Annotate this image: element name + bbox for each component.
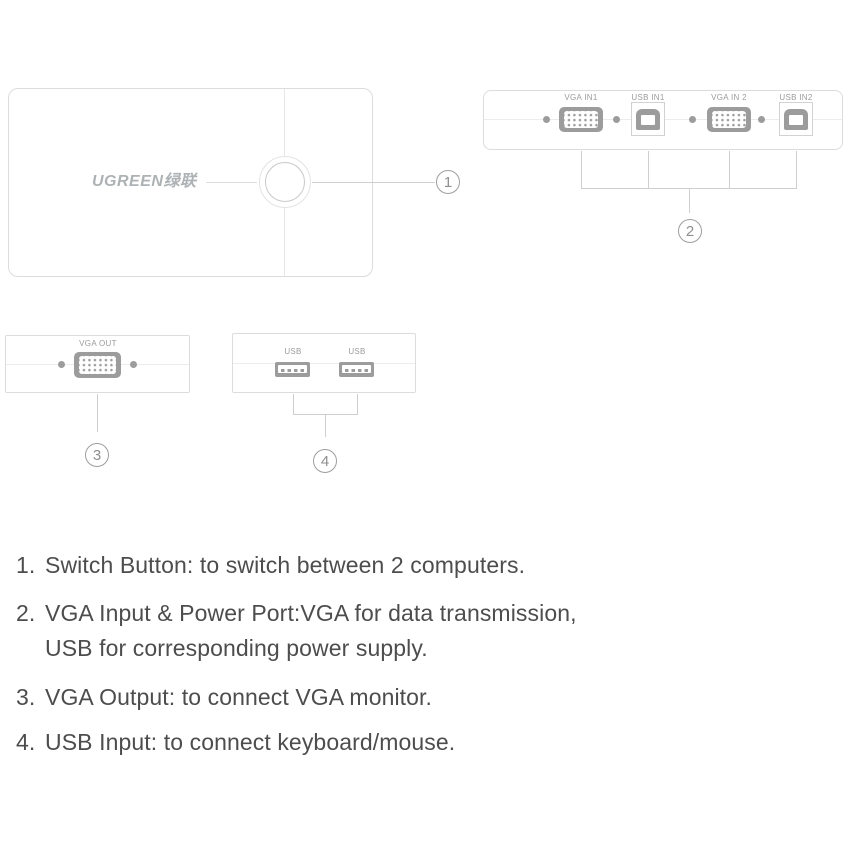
- legend-item-text: Switch Button: to switch between 2 compu…: [45, 552, 526, 578]
- legend-item-text: USB for corresponding power supply.: [45, 635, 428, 661]
- screw-icon: [58, 361, 65, 368]
- legend-item-number: 2.: [16, 600, 36, 626]
- switch-button: [259, 156, 311, 208]
- bracket-line: [729, 151, 730, 189]
- screw-icon: [613, 116, 620, 123]
- callout-number-2: 2: [685, 222, 695, 240]
- bracket-line: [796, 151, 797, 189]
- usb-port1-label: USB: [284, 347, 302, 356]
- bracket-line: [293, 394, 294, 415]
- vga-in2-label: VGA IN 2: [711, 93, 747, 102]
- callout-number-3: 3: [92, 446, 102, 464]
- screw-icon: [130, 361, 137, 368]
- bracket-line: [581, 151, 582, 189]
- vga-out-port-icon: [74, 352, 121, 378]
- usb-panel-center-line: [233, 363, 415, 364]
- usb-port2-label: USB: [348, 347, 366, 356]
- callout-badge-3: 3: [85, 443, 109, 467]
- callout-number-1: 1: [443, 173, 453, 191]
- callout-line-2: [689, 189, 690, 213]
- legend-list: 1. Switch Button: to switch between 2 co…: [16, 548, 577, 760]
- vga-in1-port-icon: [559, 107, 603, 132]
- screw-icon: [689, 116, 696, 123]
- screw-icon: [758, 116, 765, 123]
- callout-badge-2: 2: [678, 219, 702, 243]
- callout-badge-4: 4: [313, 449, 337, 473]
- legend-item-text: VGA Output: to connect VGA monitor.: [45, 684, 433, 710]
- usb-a-port1-icon: [275, 362, 310, 377]
- bracket-line: [648, 151, 649, 189]
- switch-button-ring-icon: [265, 162, 305, 202]
- legend-item-number: 3.: [16, 684, 36, 710]
- legend-item-number: 1.: [16, 552, 36, 578]
- usb-in1-label: USB IN1: [631, 93, 665, 102]
- ugreen-logo: UGREEN绿联: [92, 173, 197, 190]
- vga-out-label: VGA OUT: [79, 339, 117, 348]
- legend-item-text: VGA Input & Power Port:VGA for data tran…: [45, 600, 577, 626]
- callout-number-4: 4: [320, 452, 330, 470]
- legend-item-1: 1. Switch Button: to switch between 2 co…: [16, 548, 577, 583]
- usb-a-port2-icon: [339, 362, 374, 377]
- legend-item-number: 4.: [16, 729, 36, 755]
- bracket-line: [357, 394, 358, 415]
- screw-icon: [543, 116, 550, 123]
- vga-in1-label: VGA IN1: [564, 93, 598, 102]
- usb-in2-port-icon: [779, 102, 813, 136]
- callout-line-4: [325, 415, 326, 437]
- callout-badge-1: 1: [436, 170, 460, 194]
- legend-item-3: 3. VGA Output: to connect VGA monitor.: [16, 680, 577, 715]
- bracket-line: [293, 414, 358, 415]
- vga-in2-port-icon: [707, 107, 751, 132]
- legend-item-2: 2. VGA Input & Power Port:VGA for data t…: [16, 596, 577, 666]
- usb-in1-port-icon: [631, 102, 665, 136]
- legend-item-text: USB Input: to connect keyboard/mouse.: [45, 729, 456, 755]
- logo-to-button-line: [206, 182, 257, 183]
- callout-line-3: [97, 394, 98, 432]
- bracket-line: [581, 188, 797, 189]
- usb-in2-label: USB IN2: [779, 93, 813, 102]
- legend-item-4: 4. USB Input: to connect keyboard/mouse.: [16, 725, 577, 760]
- callout-line-1: [312, 182, 435, 183]
